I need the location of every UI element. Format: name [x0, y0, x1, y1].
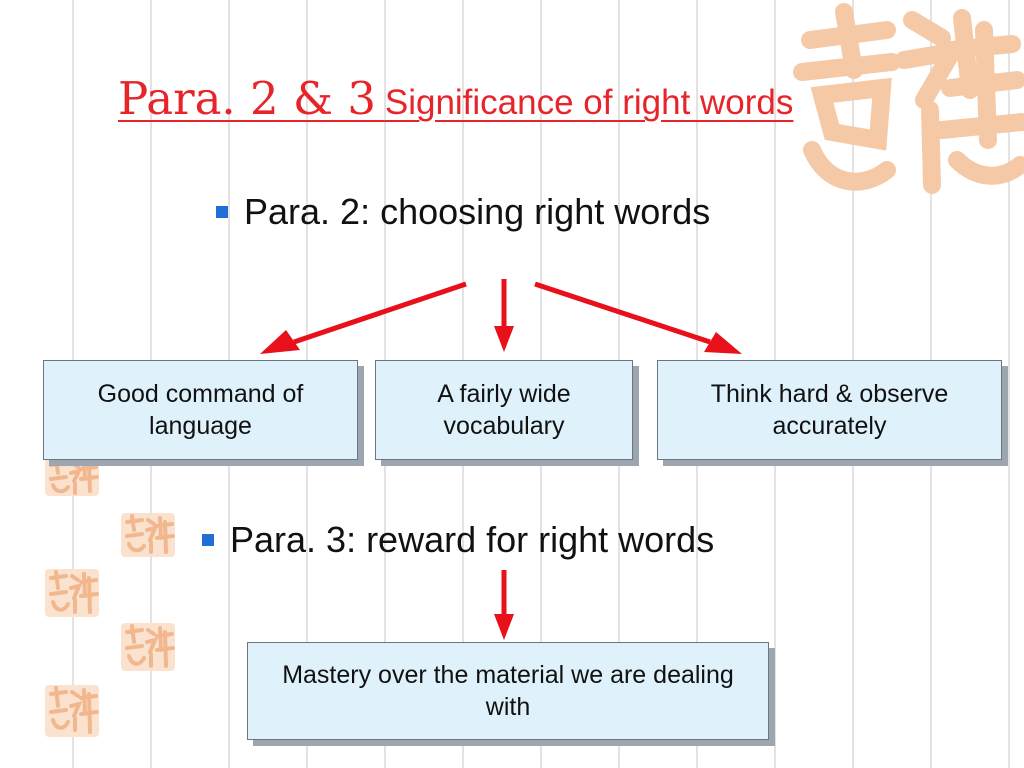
slide-title: Para. 2 & 3 Significance of right words	[118, 76, 793, 121]
bullet-text: Para. 2: choosing right words	[244, 191, 711, 232]
square-bullet-icon	[202, 534, 214, 546]
title-main: Para. 2 & 3	[118, 72, 376, 125]
seal-watermark-icon	[45, 456, 99, 496]
box-good-command: Good command of language	[43, 360, 358, 460]
box-mastery: Mastery over the material we are dealing…	[247, 642, 769, 740]
bullet-text: Para. 3: reward for right words	[230, 519, 715, 560]
box-text: Think hard & observe accurately	[710, 380, 949, 440]
arrow-icon	[494, 279, 514, 352]
arrow-icon	[260, 281, 467, 354]
seal-watermark-icon	[793, 3, 1024, 194]
box-text: Good command of language	[97, 380, 304, 440]
box-think-hard: Think hard & observe accurately	[657, 360, 1002, 460]
bullet-para-2: Para. 2: choosing right words	[216, 194, 710, 230]
square-bullet-icon	[216, 206, 228, 218]
bullet-para-3: Para. 3: reward for right words	[202, 522, 714, 558]
box-fairly-wide-vocabulary: A fairly wide vocabulary	[375, 360, 633, 460]
arrow-icon	[534, 281, 742, 354]
box-text: Mastery over the material we are dealing…	[282, 661, 734, 721]
title-subtitle: Significance of right words	[384, 83, 794, 122]
seal-watermark-icon	[45, 569, 99, 617]
seal-watermark-icon	[45, 685, 99, 737]
seal-watermark-icon	[121, 623, 175, 671]
box-text: A fairly wide vocabulary	[437, 380, 571, 440]
seal-watermark-icon	[121, 513, 175, 557]
arrow-icon	[494, 570, 514, 640]
